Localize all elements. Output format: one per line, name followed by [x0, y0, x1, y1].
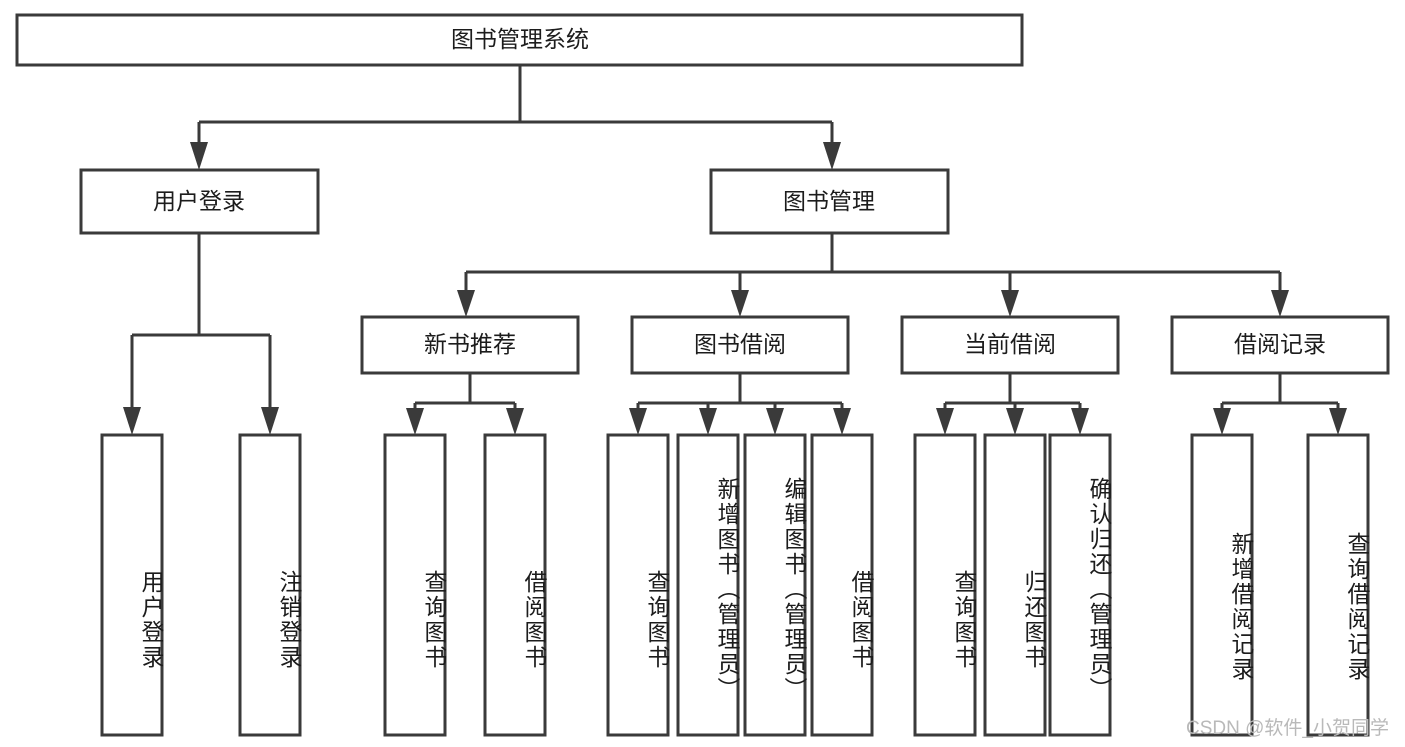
- arrow-head-cb-leaf3: [1071, 408, 1089, 435]
- arrow-head-bb-leaf3: [766, 408, 784, 435]
- node-root-box[interactable]: [15, 13, 1024, 67]
- arrow-head-leaf-user-login: [123, 407, 141, 435]
- leaf-box-current-borrow-2[interactable]: [983, 433, 1047, 737]
- node-new-book-recommend-label: 新书推荐: [424, 331, 516, 357]
- arrow-head-book-borrow: [731, 290, 749, 317]
- leaf-box-borrow-record-2[interactable]: [1306, 433, 1370, 737]
- node-book-management-label: 图书管理: [783, 188, 875, 214]
- arrow-head-bb-leaf1: [629, 408, 647, 435]
- node-book-borrow-box[interactable]: [630, 315, 850, 375]
- leaf-box-current-borrow-1[interactable]: [913, 433, 977, 737]
- node-root-label: 图书管理系统: [451, 26, 589, 52]
- arrow-head-br-leaf2: [1329, 408, 1347, 435]
- leaf-box-new-book-1[interactable]: [383, 433, 447, 737]
- leaf-box-current-borrow-3[interactable]: [1048, 433, 1112, 737]
- leaf-box-user-login-2[interactable]: [238, 433, 302, 737]
- arrow-head-cb-leaf1: [936, 408, 954, 435]
- arrow-head-current-borrow: [1001, 290, 1019, 317]
- arrow-head-new-book-recommend: [457, 290, 475, 317]
- node-new-book-recommend-box[interactable]: [360, 315, 580, 375]
- leaf-box-book-borrow-4[interactable]: [810, 433, 874, 737]
- arrow-head-book-mgmt: [823, 142, 841, 170]
- node-book-borrow-label: 图书借阅: [694, 331, 786, 357]
- arrow-head-bb-leaf2: [699, 408, 717, 435]
- arrow-head-br-leaf1: [1213, 408, 1231, 435]
- node-current-borrow-box[interactable]: [900, 315, 1120, 375]
- node-user-login-box[interactable]: [79, 168, 320, 235]
- node-borrow-record-box[interactable]: [1170, 315, 1390, 375]
- connectors-group: [123, 65, 1347, 435]
- csdn-watermark: CSDN @软件_小贺同学: [1186, 718, 1389, 739]
- leaf-box-user-login-1[interactable]: [100, 433, 164, 737]
- arrow-head-nb-leaf2: [506, 408, 524, 435]
- leaf-box-book-borrow-2[interactable]: [676, 433, 740, 737]
- arrow-head-leaf-logout: [261, 407, 279, 435]
- leaf-box-book-borrow-1[interactable]: [606, 433, 670, 737]
- boxes-group: 图书管理系统 用户登录 图书管理 新书推荐 图书借阅 当前借阅 借阅记录: [15, 13, 1390, 737]
- leaf-box-new-book-2[interactable]: [483, 433, 547, 737]
- arrow-head-user-login: [190, 142, 208, 170]
- leaf-box-book-borrow-3[interactable]: [743, 433, 807, 737]
- arrow-head-nb-leaf1: [406, 408, 424, 435]
- node-current-borrow-label: 当前借阅: [964, 331, 1056, 357]
- node-book-management-box[interactable]: [709, 168, 950, 235]
- arrow-head-cb-leaf2: [1006, 408, 1024, 435]
- arrow-head-borrow-record: [1271, 290, 1289, 317]
- leaf-box-borrow-record-1[interactable]: [1190, 433, 1254, 737]
- node-user-login-label: 用户登录: [153, 188, 245, 214]
- node-borrow-record-label: 借阅记录: [1234, 331, 1326, 357]
- arrow-head-bb-leaf4: [833, 408, 851, 435]
